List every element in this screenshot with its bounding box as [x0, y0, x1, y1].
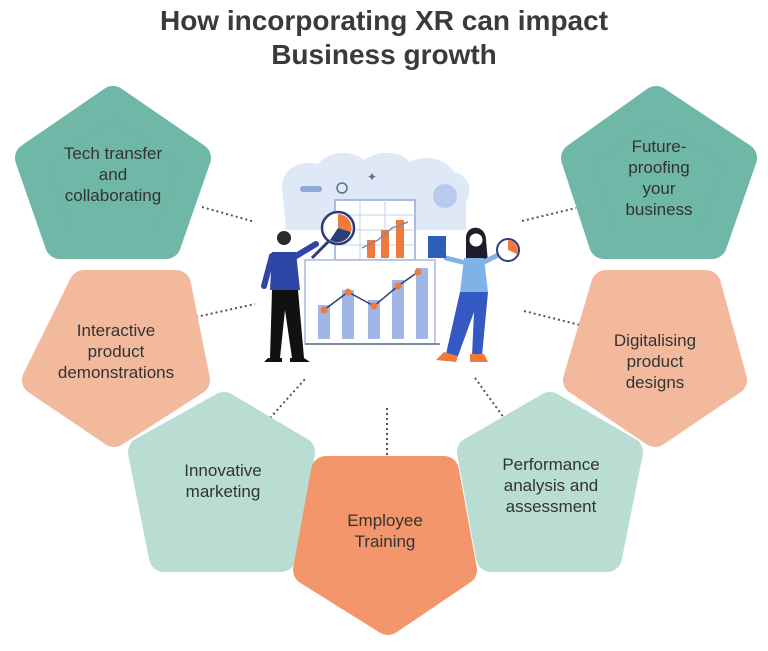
- connector-performance-analysis: [474, 377, 505, 419]
- connector-digitalising-designs: [523, 310, 581, 326]
- node-interactive-demos-line-3: demonstrations: [57, 362, 175, 382]
- man-figure: [261, 231, 319, 362]
- node-innovative-marketing: Innovative marketing: [148, 452, 298, 510]
- node-future-proofing-line-2: proofing: [628, 158, 690, 177]
- business-analytics-illustration: ✦: [261, 152, 520, 362]
- illustration-pill: [300, 186, 322, 192]
- node-performance-analysis-line-1: Performance: [502, 454, 600, 474]
- connectors: [195, 206, 581, 455]
- node-tech-transfer: Tech transfer and collaborating: [38, 135, 188, 213]
- node-employee-training: Employee Training: [310, 502, 460, 560]
- connector-tech-transfer: [201, 206, 256, 223]
- illustration-bubble: [433, 184, 457, 208]
- node-performance-analysis-line-3: assessment: [505, 496, 597, 516]
- node-digitalising-designs-line-3: designs: [625, 372, 685, 392]
- pentagon-innovative-marketing: [128, 392, 315, 572]
- node-performance-analysis-line-2: analysis and: [503, 475, 599, 495]
- node-future-proofing-line-4: business: [625, 200, 693, 219]
- node-innovative-marketing-line-1: Innovative: [184, 461, 262, 480]
- node-future-proofing-line-1: Future-: [631, 137, 687, 156]
- node-digitalising-designs-line-1: Digitalising: [613, 330, 697, 350]
- connector-innovative-marketing: [269, 377, 307, 419]
- pentagon-performance-analysis: [457, 392, 643, 572]
- node-performance-analysis: Performance analysis and assessment: [474, 446, 628, 524]
- node-interactive-demos-line-1: Interactive: [76, 320, 156, 340]
- pentagon-shapes: [15, 86, 757, 635]
- node-employee-training-line-1: Employee: [347, 511, 423, 530]
- pentagon-employee-training: [293, 456, 477, 635]
- woman-figure: [428, 227, 520, 362]
- node-digitalising-designs-line-2: product: [626, 351, 684, 371]
- node-tech-transfer-line-2: and: [98, 164, 128, 184]
- node-tech-transfer-line-3: collaborating: [64, 185, 162, 205]
- sparkle-icon: ✦: [367, 170, 377, 184]
- node-innovative-marketing-line-2: marketing: [185, 482, 261, 501]
- pentagon-future-proofing: [561, 86, 757, 259]
- node-interactive-demos: Interactive product demonstrations: [36, 312, 196, 390]
- node-digitalising-designs: Digitalising product designs: [580, 322, 730, 400]
- illustration-dot: [336, 182, 348, 194]
- node-future-proofing: Future- proofing your business: [584, 128, 734, 228]
- page-title: How incorporating XR can impact Business…: [0, 4, 768, 72]
- connector-future-proofing: [521, 207, 577, 222]
- title-line-1: How incorporating XR can impact: [159, 5, 609, 36]
- node-tech-transfer-line-1: Tech transfer: [63, 143, 163, 163]
- magnifier-icon: [310, 210, 356, 260]
- pentagon-interactive-demos: [22, 270, 210, 447]
- connector-interactive-demos: [195, 303, 256, 318]
- title-line-2: Business growth: [271, 39, 497, 70]
- node-future-proofing-line-3: your: [642, 179, 676, 198]
- node-employee-training-line-2: Training: [354, 532, 416, 551]
- main-chart-board: [304, 259, 440, 345]
- pentagon-tech-transfer: [15, 86, 211, 259]
- pentagon-digitalising-designs: [563, 270, 747, 447]
- illustration-backdrop: [282, 152, 470, 230]
- node-interactive-demos-line-2: product: [87, 341, 145, 361]
